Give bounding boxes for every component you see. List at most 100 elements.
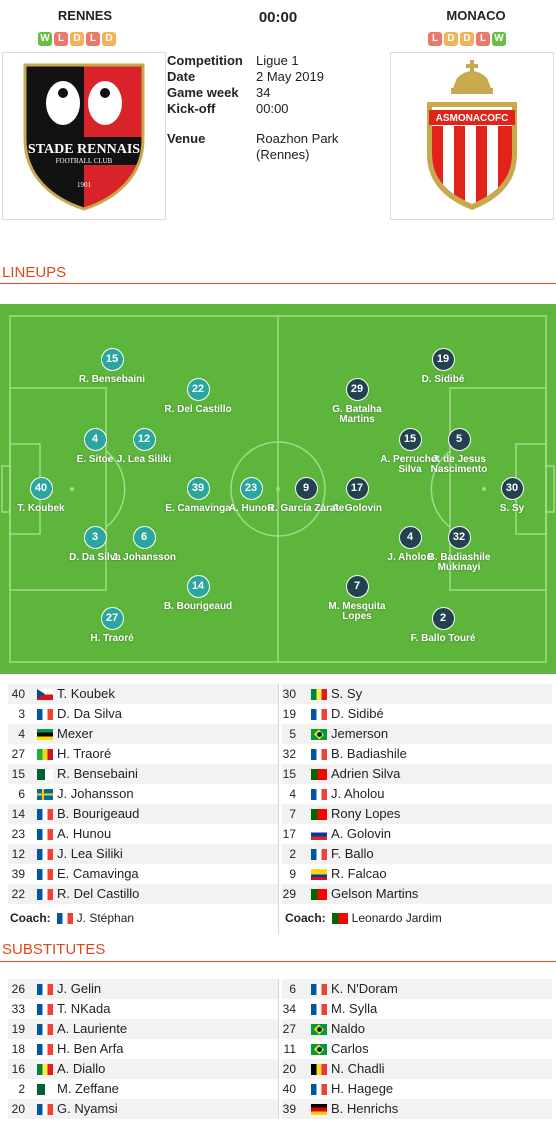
player-name[interactable]: N. Chadli [331, 1061, 385, 1076]
home-logo-box[interactable]: STADE RENNAIS FOOTBALL CLUB 1901 [2, 52, 166, 220]
player-name[interactable]: J. Johansson [57, 786, 134, 801]
player-name[interactable]: M. Sylla [331, 1001, 378, 1016]
player-name[interactable]: F. Ballo [331, 846, 374, 861]
player-name[interactable]: T. NKada [57, 1001, 111, 1016]
player-name[interactable]: R. Del Castillo [57, 886, 140, 901]
player-name[interactable]: E. Camavinga [57, 866, 139, 881]
player-name[interactable]: S. Sy [331, 686, 363, 701]
player-name[interactable]: H. Hagege [331, 1081, 394, 1096]
player-name[interactable]: J. Gelin [57, 981, 102, 996]
player-name[interactable]: Carlos [331, 1041, 369, 1056]
player-name[interactable]: Naldo [331, 1021, 365, 1036]
player-name[interactable]: R. Falcao [331, 866, 387, 881]
away-coach[interactable]: Coach: Leonardo Jardim [285, 906, 442, 930]
venue-value[interactable]: Roazhon Park (Rennes) [256, 131, 339, 162]
player-name[interactable]: B. Henrichs [331, 1101, 399, 1116]
player-name[interactable]: J. Lea Siliki [57, 846, 123, 861]
player-name[interactable]: H. Ben Arfa [57, 1041, 124, 1056]
player-name[interactable]: Rony Lopes [331, 806, 401, 821]
player-name[interactable]: J. Aholou [331, 786, 385, 801]
player-name[interactable]: A. Lauriente [57, 1021, 128, 1036]
away-team-name[interactable]: MONACO [446, 8, 506, 23]
player-name[interactable]: B. Badiashile [331, 746, 407, 761]
home-team-name[interactable]: RENNES [57, 8, 113, 23]
player-name[interactable]: Jemerson [331, 726, 389, 741]
player-name[interactable]: Mexer [57, 726, 94, 741]
away-logo-box[interactable]: ASMONACOFC [390, 52, 554, 220]
player-name[interactable]: Adrien Silva [331, 766, 401, 781]
competition-value[interactable]: Ligue 1 [256, 53, 299, 68]
player-name[interactable]: H. Traoré [57, 746, 112, 761]
player-name[interactable]: D. Sidibé [331, 706, 384, 721]
player-name[interactable]: Gelson Martins [331, 886, 419, 901]
player-name[interactable]: A. Golovin [331, 826, 391, 841]
player-name[interactable]: M. Zeffane [57, 1081, 119, 1096]
player-name[interactable]: B. Bourigeaud [57, 806, 140, 821]
player-name[interactable]: G. Nyamsi [57, 1101, 118, 1116]
player-name[interactable]: A. Diallo [57, 1061, 106, 1076]
home-coach[interactable]: Coach: J. Stéphan [10, 906, 134, 930]
player-name[interactable]: D. Da Silva [57, 706, 123, 721]
player-name[interactable]: T. Koubek [57, 686, 115, 701]
player-name[interactable]: A. Hunou [57, 826, 112, 841]
player-name[interactable]: K. N'Doram [331, 981, 398, 996]
player-name[interactable]: R. Bensebaini [57, 766, 138, 781]
